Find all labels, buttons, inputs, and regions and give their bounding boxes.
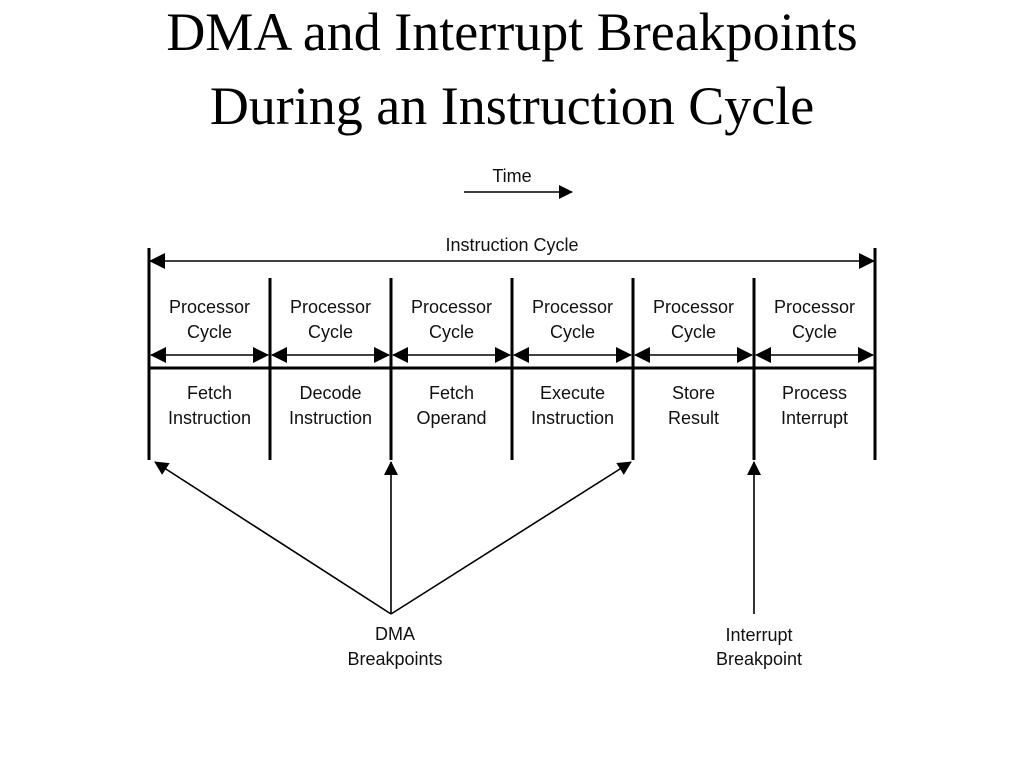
dma-breakpoint-arrow xyxy=(390,461,632,615)
processor-cycle-label: Cycle xyxy=(308,322,353,342)
title-line-1: DMA and Interrupt Breakpoints xyxy=(166,2,858,62)
dma-label-line2: Breakpoints xyxy=(347,649,442,669)
title-line-2: During an Instruction Cycle xyxy=(209,76,815,136)
stage-label: Execute xyxy=(540,383,605,403)
processor-cycle-label: Cycle xyxy=(792,322,837,342)
interrupt-label-line1: Interrupt xyxy=(725,625,792,645)
stage-label: Process xyxy=(782,383,847,403)
stage-label: Operand xyxy=(416,408,486,428)
stage-label: Store xyxy=(672,383,715,403)
instruction-cycle-label: Instruction Cycle xyxy=(445,235,578,255)
stage-label: Fetch xyxy=(429,383,474,403)
stage-label: Result xyxy=(668,408,719,428)
dma-label-line1: DMA xyxy=(375,624,415,644)
processor-cycle-label: Cycle xyxy=(429,322,474,342)
processor-cycle-label: Processor xyxy=(411,297,492,317)
interrupt-label-line2: Breakpoint xyxy=(716,649,802,669)
stage-label: Instruction xyxy=(531,408,614,428)
stage-label: Fetch xyxy=(187,383,232,403)
time-label: Time xyxy=(492,166,531,186)
processor-cycle-label: Cycle xyxy=(187,322,232,342)
processor-cycle-label: Processor xyxy=(774,297,855,317)
processor-cycle-label: Cycle xyxy=(550,322,595,342)
processor-cycle-label: Cycle xyxy=(671,322,716,342)
stage-label: Decode xyxy=(299,383,361,403)
processor-cycle-label: Processor xyxy=(653,297,734,317)
stage-label: Instruction xyxy=(289,408,372,428)
processor-cycle-label: Processor xyxy=(290,297,371,317)
stage-label: Interrupt xyxy=(781,408,848,428)
processor-cycle-label: Processor xyxy=(532,297,613,317)
processor-cycle-label: Processor xyxy=(169,297,250,317)
stage-label: Instruction xyxy=(168,408,251,428)
dma-breakpoint-arrow xyxy=(154,461,392,615)
